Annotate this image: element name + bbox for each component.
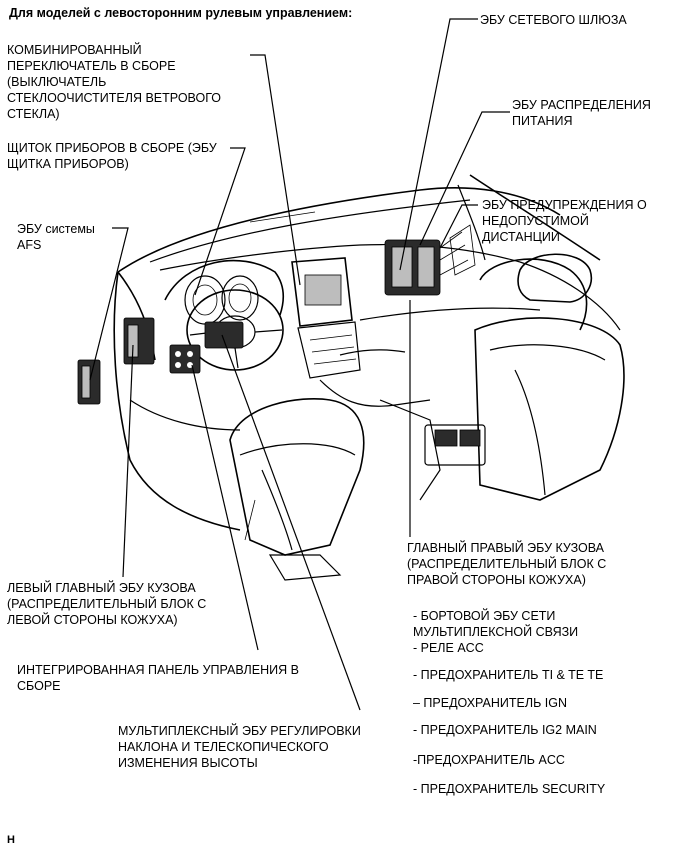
label-power-distribution-ecu: ЭБУ РАСПРЕДЕЛЕНИЯ ПИТАНИЯ [512,98,651,128]
label-tilt-telescopic-ecu: МУЛЬТИПЛЕКСНЫЙ ЭБУ РЕГУЛИРОВКИ НАКЛОНА И… [118,724,361,770]
list-item-fuse-ign: – ПРЕДОХРАНИТЕЛЬ IGN [413,696,567,710]
list-item-acc-relay: - РЕЛЕ ACC [413,641,484,655]
footer-code: H [7,834,15,846]
leader-power-distribution-ecu [419,111,510,246]
label-combination-meter: ЩИТОК ПРИБОРОВ В СБОРЕ (ЭБУ ЩИТКА ПРИБОР… [7,141,217,171]
label-combination-switch: КОМБИНИРОВАННЫЙ ПЕРЕКЛЮЧАТЕЛЬ В СБОРЕ (В… [7,43,221,121]
label-main-body-ecu-right: ГЛАВНЫЙ ПРАВЫЙ ЭБУ КУЗОВА (РАСПРЕДЕЛИТЕЛ… [407,541,607,587]
label-main-body-ecu-left: ЛЕВЫЙ ГЛАВНЫЙ ЭБУ КУЗОВА (РАСПРЕДЕЛИТЕЛЬ… [7,581,207,627]
page-title: Для моделей с левосторонним рулевым упра… [9,6,353,20]
label-distance-warning-ecu: ЭБУ ПРЕДУПРЕЖДЕНИЯ О НЕДОПУСТИМОЙ ДИСТАН… [482,198,647,244]
label-afs-ecu: ЭБУ системы AFS [17,222,95,252]
leader-distance-warning-ecu [439,204,478,249]
leader-tilt-telescopic-ecu [221,334,361,711]
list-item-fuse-acc: -ПРЕДОХРАНИТЕЛЬ ACC [413,753,565,767]
leader-main-body-left [122,344,134,578]
leader-combination-meter [194,147,246,296]
list-item-fuse-security: - ПРЕДОХРАНИТЕЛЬ SECURITY [413,782,606,796]
leader-combination-switch [250,54,301,286]
leader-lines [89,18,510,711]
leader-gateway-ecu [399,18,478,271]
list-item-multiplex-ecu: - БОРТОВОЙ ЭБУ СЕТИ МУЛЬТИПЛЕКСНОЙ СВЯЗИ [413,609,579,639]
label-integration-panel: ИНТЕГРИРОВАННАЯ ПАНЕЛЬ УПРАВЛЕНИЯ В СБОР… [17,663,299,693]
list-item-fuse-ti-te: - ПРЕДОХРАНИТЕЛЬ TI & TE TE [413,668,604,682]
leader-afs-ecu [89,227,129,381]
leader-integration-panel [191,364,259,651]
list-item-fuse-ig2-main: - ПРЕДОХРАНИТЕЛЬ IG2 MAIN [413,723,597,737]
dashboard-linework [77,174,625,581]
label-gateway-ecu: ЭБУ СЕТЕВОГО ШЛЮЗА [480,13,627,27]
